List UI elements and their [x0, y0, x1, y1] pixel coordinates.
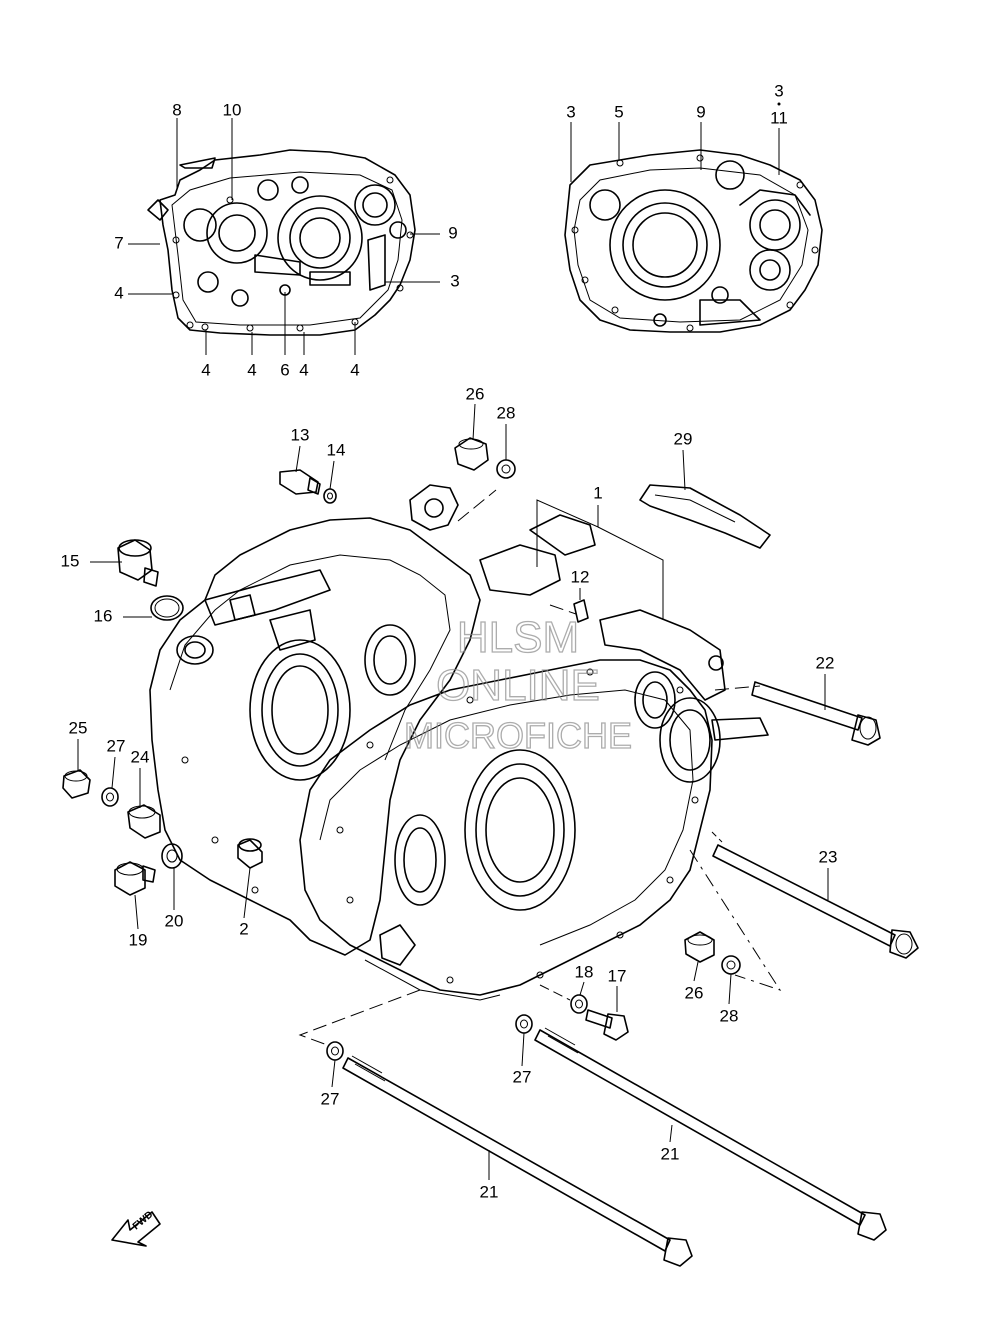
- part-28-washer-top: [496, 459, 516, 479]
- part-14-washer: [323, 488, 337, 504]
- right-crankcase-inner-view: [564, 149, 823, 333]
- part-21-stud-left: [342, 1055, 693, 1267]
- callout-4-b2: 4: [247, 360, 256, 379]
- callout-24: 24: [131, 747, 150, 766]
- main-crankcase-assembly: [149, 484, 769, 1001]
- callout-3-top: 3: [774, 81, 783, 100]
- callout-26-bottom: 26: [685, 983, 704, 1002]
- callout-28-top: 28: [497, 403, 516, 422]
- part-19-drain-plug: [114, 861, 156, 896]
- callout-10: 10: [223, 100, 242, 119]
- callout-4-b3: 4: [299, 360, 308, 379]
- callout-5: 5: [614, 102, 623, 121]
- callout-11: 11: [770, 108, 788, 127]
- part-17-bolt: [585, 1009, 629, 1041]
- callout-20: 20: [165, 911, 184, 930]
- callout-7: 7: [114, 233, 123, 252]
- callout-6: 6: [280, 360, 289, 379]
- callout-27-left: 27: [107, 736, 126, 755]
- callout-17: 17: [608, 966, 627, 985]
- part-12-pin: [573, 599, 589, 623]
- part-26-nut-bottom: [684, 931, 715, 963]
- callout-15: 15: [61, 551, 80, 570]
- callout-labels: 8 10 7 9 4 3 4 4 6 4 4 3 5 9 3 11 26 28 …: [61, 81, 838, 1201]
- watermark-line-2: ONLINE: [436, 661, 600, 710]
- callout-27-mid: 27: [513, 1067, 532, 1086]
- part-25-plug: [62, 769, 91, 799]
- callout-3-right: 3: [566, 102, 575, 121]
- part-13-sensor: [279, 469, 321, 495]
- fwd-arrow-icon: FWD: [111, 1209, 161, 1247]
- callout-21-left: 21: [480, 1182, 499, 1201]
- left-crankcase-inner-view: [147, 149, 416, 336]
- callout-14: 14: [327, 440, 346, 459]
- part-18-washer: [570, 994, 588, 1014]
- callout-26-top: 26: [466, 384, 485, 403]
- callout-21-right: 21: [661, 1144, 680, 1163]
- part-23-bolt: [712, 844, 919, 959]
- callout-9-right: 9: [696, 102, 705, 121]
- part-21-stud-right: [534, 1027, 887, 1241]
- callout-19: 19: [129, 930, 148, 949]
- callout-4-b4: 4: [350, 360, 359, 379]
- watermark-line-1: HLSM: [457, 613, 579, 662]
- watermark: HLSM ONLINE MICROFICHE: [403, 612, 632, 756]
- part-16-o-ring: [150, 595, 184, 621]
- callout-4-side: 4: [114, 283, 123, 302]
- callout-4-b1: 4: [201, 360, 210, 379]
- callout-16: 16: [94, 606, 113, 625]
- part-20-washer: [161, 843, 183, 869]
- callout-27-low: 27: [321, 1089, 340, 1108]
- part-29-cover: [639, 484, 771, 549]
- part-28-washer-bottom: [721, 955, 741, 975]
- callout-28-bottom: 28: [720, 1006, 739, 1025]
- callout-18: 18: [575, 962, 594, 981]
- callout-9-left: 9: [448, 223, 457, 242]
- callout-1: 1: [593, 483, 602, 502]
- callout-2: 2: [239, 919, 248, 938]
- callout-13: 13: [291, 425, 310, 444]
- part-27-washer-low: [326, 1041, 344, 1061]
- callout-29: 29: [674, 429, 693, 448]
- part-22-bolt: [751, 681, 881, 746]
- callout-25: 25: [69, 718, 88, 737]
- callout-12: 12: [571, 567, 590, 586]
- leader-lines: [77, 102, 829, 1180]
- part-24-plug: [127, 804, 161, 839]
- callout-23: 23: [819, 847, 838, 866]
- callout-8: 8: [172, 100, 181, 119]
- part-27-washer-left: [101, 787, 119, 807]
- part-27-washer-mid: [515, 1014, 533, 1034]
- watermark-line-3: MICROFICHE: [404, 715, 632, 756]
- part-26-nut-top: [454, 437, 489, 471]
- callout-3-left: 3: [450, 271, 459, 290]
- callout-22: 22: [816, 653, 835, 672]
- part-15-filler-cap: [117, 539, 159, 587]
